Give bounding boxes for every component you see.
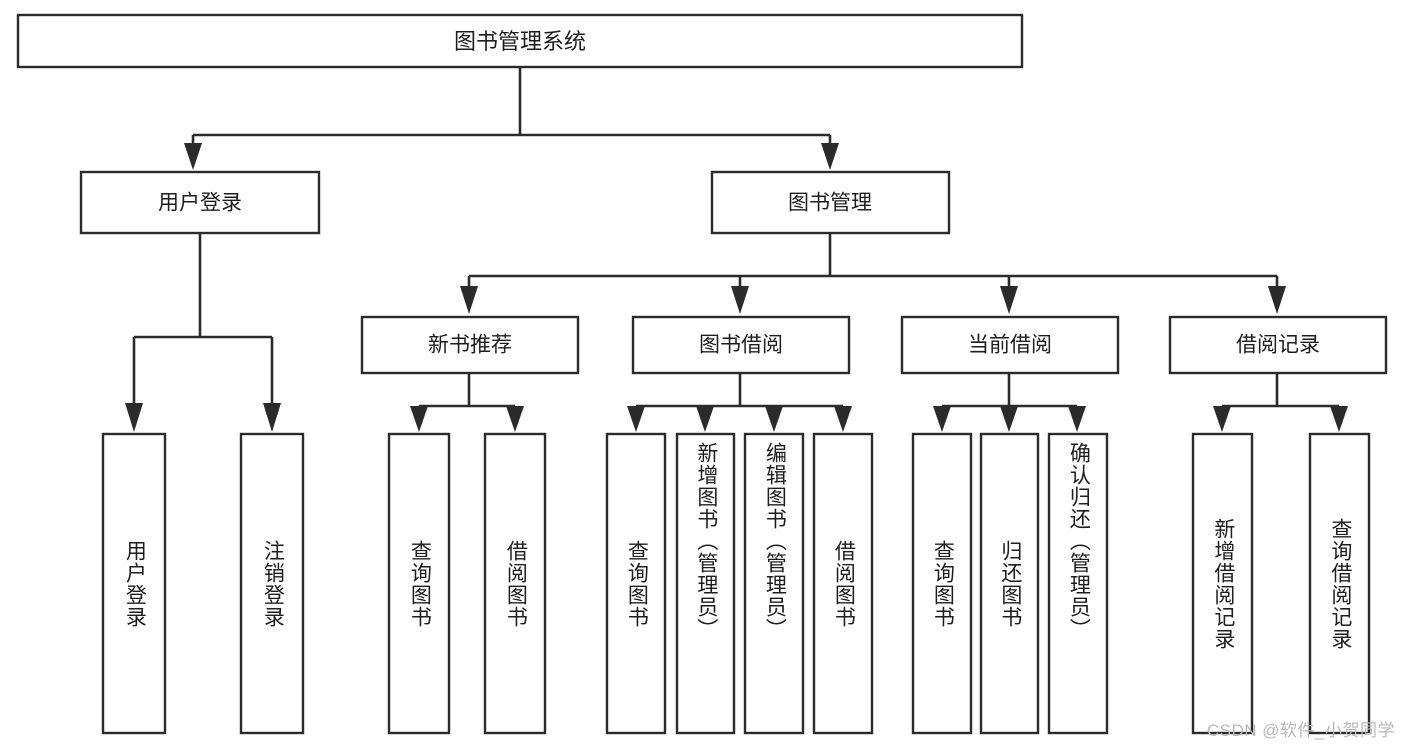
node-leaf-borrow-book-2[interactable] [812,432,874,735]
arrow-head-leaf-edit-book [765,406,783,432]
node-borrow-record-label: 借阅记录 [1236,334,1320,357]
node-leaf-user-login[interactable] [101,432,167,735]
node-leaf-borrow-book-2-label: 借阅图书 [832,539,856,628]
node-leaf-query-book-2[interactable] [605,432,667,735]
node-new-book-recommend[interactable] [360,315,580,375]
node-root[interactable] [16,13,1024,69]
csdn-watermark: CSDN @软件_小贺同学 [1206,721,1395,740]
node-root-label: 图书管理系统 [454,29,586,54]
node-leaf-query-book-2-label: 查询图书 [625,539,649,628]
arrow-head-leaf-query-book-1 [410,406,428,432]
arrow-head-leaf-user-logout [263,403,281,432]
arrow-head-book-management [821,143,839,170]
arrow-head-leaf-query-record [1330,406,1348,432]
node-leaf-query-book-1-label: 查询图书 [408,539,432,628]
node-leaf-user-logout-label: 注销登录 [261,539,285,628]
node-book-borrow[interactable] [631,315,851,375]
node-leaf-return-book-label: 归还图书 [998,539,1022,628]
node-new-book-recommend-label: 新书推荐 [428,334,512,357]
node-leaf-confirm-return-label: 确认归还（管理员） [1067,442,1091,640]
node-user-login[interactable] [79,170,321,235]
node-leaf-query-record[interactable] [1308,432,1371,735]
node-leaf-borrow-book-1-label: 借阅图书 [504,539,528,628]
node-leaf-query-book-1[interactable] [387,432,451,735]
node-leaf-query-book-3-label: 查询图书 [931,539,955,628]
arrow-head-leaf-query-book-2 [627,406,645,432]
node-leaf-confirm-return[interactable] [1047,432,1109,735]
node-leaf-borrow-book-1[interactable] [483,432,547,735]
node-leaf-user-login-label: 用户登录 [123,539,147,628]
node-book-borrow-label: 图书借阅 [699,334,783,357]
arrow-head-leaf-user-login [125,403,143,432]
node-leaf-user-logout[interactable] [239,432,305,735]
arrow-head-new-book-recommend [460,286,478,314]
node-leaf-add-record-label: 新增借阅记录 [1211,517,1235,650]
arrow-head-user-login [184,143,202,170]
node-user-login-label: 用户登录 [158,192,242,215]
arrow-head-leaf-return-book [1000,406,1018,432]
arrow-head-leaf-add-record [1213,406,1231,432]
node-leaf-query-book-3[interactable] [911,432,973,735]
arrow-head-leaf-query-book-3 [933,406,951,432]
node-leaf-add-book-label: 新增图书（管理员） [694,442,718,640]
node-leaf-query-record-label: 查询借阅记录 [1328,517,1352,650]
node-borrow-record[interactable] [1168,315,1388,375]
node-leaf-return-book[interactable] [979,432,1040,735]
node-current-borrow-label: 当前借阅 [968,334,1052,357]
node-leaf-add-record[interactable] [1191,432,1254,735]
node-book-management-label: 图书管理 [788,192,872,215]
arrow-head-current-borrow [1000,286,1018,314]
arrow-head-leaf-borrow-book-1 [506,406,524,432]
node-box-layer: 图书管理系统 用户登录 图书管理 新书推荐 图书借阅 当前借阅 借阅记录 [16,13,1388,735]
node-book-management[interactable] [710,170,951,235]
node-leaf-edit-book-label: 编辑图书（管理员） [763,442,787,640]
node-leaf-edit-book[interactable] [743,432,805,735]
arrow-head-leaf-confirm-return [1068,406,1086,432]
arrow-head-leaf-add-book [696,406,714,432]
arrow-head-leaf-borrow-book-2 [834,406,852,432]
arrow-head-borrow-record [1268,286,1286,314]
node-current-borrow[interactable] [900,315,1120,375]
connector-layer [125,66,1348,432]
arrow-head-book-borrow [731,286,749,314]
node-leaf-add-book[interactable] [675,432,736,735]
